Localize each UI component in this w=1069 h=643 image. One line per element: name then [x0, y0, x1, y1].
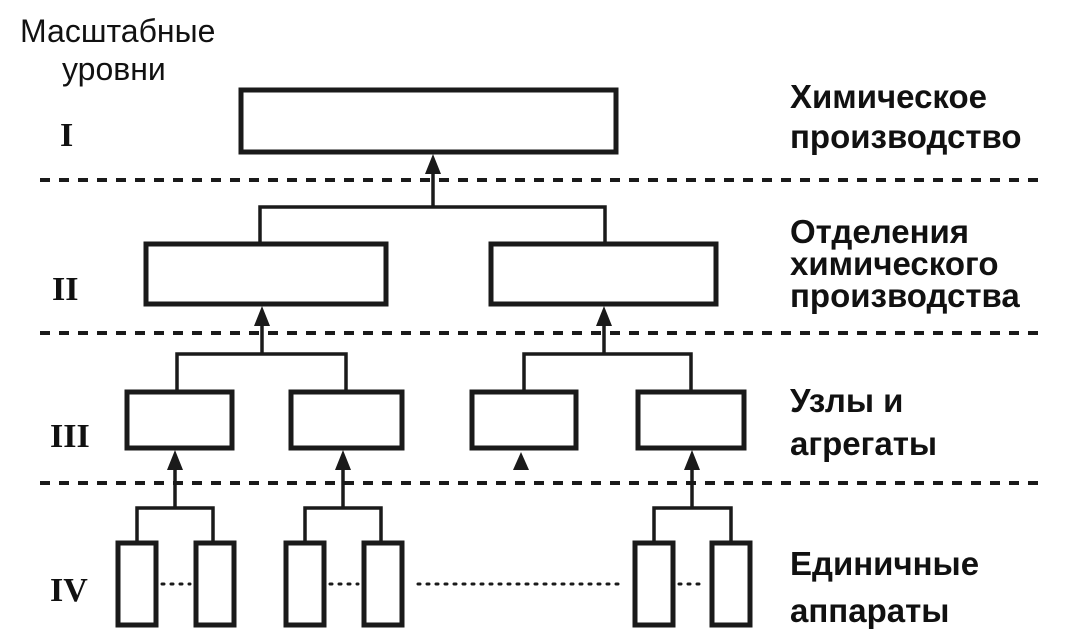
level-4-box-1a — [115, 540, 159, 628]
level-1-label-line-1: Химическое — [790, 78, 987, 115]
arrow-up-icon — [684, 450, 700, 470]
connector-level-4-to-3-group-1 — [135, 450, 215, 543]
level-4-box-4a — [632, 540, 676, 628]
level-4-box-2b — [361, 540, 405, 628]
arrow-up-icon — [167, 450, 183, 470]
level-4-label: Единичные аппараты — [790, 545, 979, 629]
level-4-label-line-2: аппараты — [790, 592, 949, 629]
header-title-line-1: Масштабные — [20, 13, 215, 49]
connector-level-4-to-3-group-3 — [513, 452, 529, 470]
level-2-box-left — [143, 241, 389, 307]
level-4-numeral: IV — [50, 572, 88, 609]
level-3-box-2 — [288, 389, 405, 451]
level-1-label-line-2: производство — [790, 118, 1022, 155]
connector-level-3-to-2-right — [522, 306, 693, 392]
level-1-label: Химическое производство — [790, 78, 1022, 155]
level-4-box-1b — [193, 540, 237, 628]
level-2-label: Отделения химического производства — [790, 213, 1020, 314]
level-3-box-1 — [124, 389, 235, 451]
level-3-numeral: III — [50, 418, 90, 455]
level-2-box-right — [488, 241, 719, 307]
level-4-box-2a — [283, 540, 327, 628]
level-2-label-line-3: производства — [790, 277, 1020, 314]
arrow-up-icon — [596, 306, 612, 326]
level-3-label: Узлы и агрегаты — [790, 382, 937, 462]
arrow-up-icon — [425, 154, 441, 174]
level-3-box-3 — [469, 389, 579, 451]
connector-level-3-to-2-left — [175, 306, 348, 392]
level-3-label-line-1: Узлы и — [790, 382, 903, 419]
level-3-label-line-2: агрегаты — [790, 425, 937, 462]
level-3-box-4 — [635, 389, 747, 451]
arrow-up-icon — [254, 306, 270, 326]
level-2-numeral: II — [52, 271, 78, 308]
header-title-line-2: уровни — [62, 51, 166, 87]
level-2-label-line-2: химического — [790, 245, 998, 282]
connector-level-4-to-3-group-2 — [303, 450, 383, 543]
arrow-up-icon — [513, 452, 529, 470]
arrow-up-icon — [335, 450, 351, 470]
level-4-label-line-1: Единичные — [790, 545, 979, 582]
level-4-box-4b — [709, 540, 753, 628]
level-1-numeral: I — [60, 117, 73, 154]
level-1-box — [238, 87, 619, 155]
connector-level-4-to-3-group-4 — [652, 450, 733, 543]
level-2-label-line-1: Отделения — [790, 213, 969, 250]
connector-level-2-to-1 — [258, 154, 607, 244]
